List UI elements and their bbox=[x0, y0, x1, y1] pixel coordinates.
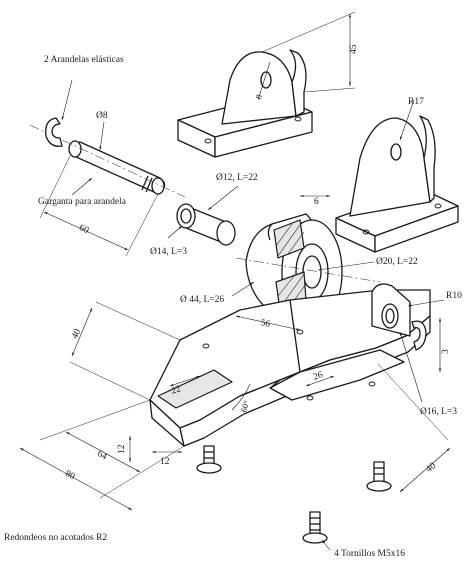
label-arandelas: 2 Arandelas elásticas bbox=[44, 55, 124, 65]
label-redondeos: Redondeos no acotados R2 bbox=[4, 533, 107, 543]
label-dim-8: 8 bbox=[253, 93, 264, 100]
retaining-washer-icon bbox=[411, 320, 427, 351]
label-bushing: Ø12, L=22 bbox=[216, 173, 258, 183]
base-plate bbox=[149, 283, 431, 447]
retaining-washer-icon bbox=[45, 117, 63, 147]
label-dim-3: 3 bbox=[441, 349, 451, 354]
label-dim-45: 45 bbox=[349, 44, 359, 54]
roller-section-hatch bbox=[273, 219, 307, 311]
label-dim-22: 22 bbox=[170, 384, 182, 397]
label-dim-56: 56 bbox=[259, 318, 271, 330]
label-dim-6: 6 bbox=[314, 197, 319, 207]
label-dim-12-v: 12 bbox=[117, 444, 127, 454]
label-r10: R10 bbox=[446, 291, 462, 301]
label-dim-64: 64 bbox=[95, 449, 108, 462]
label-bushing-b: Ø14, L=3 bbox=[150, 247, 187, 257]
label-roller-inner: Ø20, L=22 bbox=[376, 257, 418, 267]
label-r17: R17 bbox=[408, 97, 424, 107]
pin-diameter-leader bbox=[99, 121, 105, 151]
label-garganta: Garganta para arandela bbox=[38, 197, 127, 207]
base-dimensions bbox=[19, 299, 451, 511]
screw-icon bbox=[366, 461, 392, 492]
label-dim-26: 26 bbox=[312, 370, 324, 383]
label-dim-80: 80 bbox=[63, 469, 76, 482]
screw-icon bbox=[302, 511, 331, 551]
label-tornillos: 4 Tornillos M5x16 bbox=[334, 549, 405, 559]
pin-dimension-60 bbox=[39, 155, 159, 257]
label-pin-diameter: Ø8 bbox=[96, 111, 108, 121]
pin-axle bbox=[29, 124, 186, 198]
washer-leader bbox=[61, 79, 73, 121]
label-dim-60: 60 bbox=[77, 223, 90, 236]
label-angle-60: 60° bbox=[238, 399, 251, 414]
bushing bbox=[167, 185, 239, 246]
label-roller-outer: Ø 44, L=26 bbox=[180, 295, 224, 305]
label-dim-12-h: 12 bbox=[160, 457, 170, 467]
label-dim-40-base: 40 bbox=[70, 327, 83, 340]
label-dim-40-right: 40 bbox=[424, 461, 438, 475]
upper-bracket bbox=[177, 11, 356, 158]
label-diam-16: Ø16, L=3 bbox=[420, 407, 457, 417]
groove-leader bbox=[71, 177, 93, 196]
screw-icon bbox=[196, 445, 222, 474]
right-bracket bbox=[335, 99, 459, 253]
